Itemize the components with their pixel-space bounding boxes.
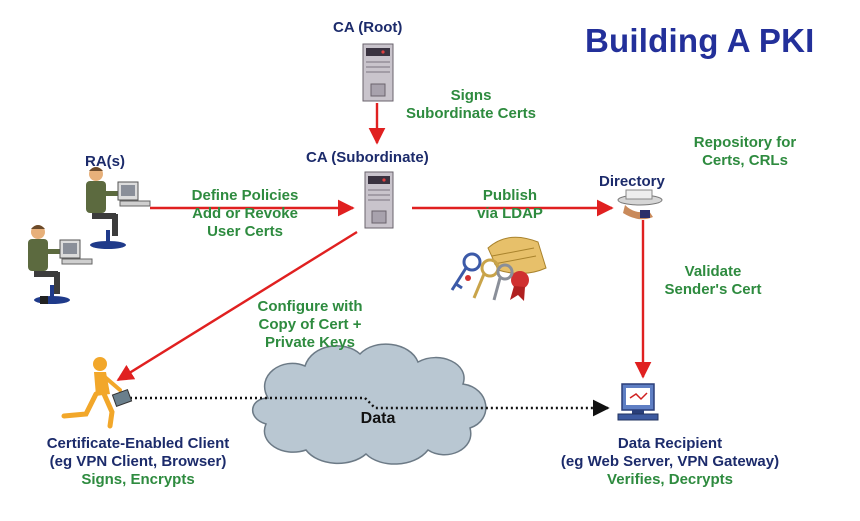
arrow-sub-to-client bbox=[116, 230, 358, 382]
client-examples: (eg VPN Client, Browser) bbox=[49, 453, 227, 470]
cloud-icon bbox=[252, 343, 487, 465]
data-label: Data bbox=[360, 410, 396, 427]
client-name: Certificate-Enabled Client bbox=[46, 435, 230, 452]
recipient-computer-icon bbox=[617, 383, 659, 421]
ca-root-label: CA (Root) bbox=[333, 19, 403, 36]
client-label: Certificate-Enabled Client (eg VPN Clien… bbox=[20, 435, 256, 489]
client-runner-icon bbox=[61, 357, 133, 429]
data-flow-arrow bbox=[125, 396, 610, 417]
recipient-name: Data Recipient bbox=[617, 435, 723, 452]
repository-label: Repository for Certs, CRLs bbox=[693, 134, 797, 169]
recipient-examples: (eg Web Server, VPN Gateway) bbox=[560, 453, 780, 470]
define-policies-label: Define Policies Add or Revoke User Certs bbox=[191, 187, 299, 240]
ca-subordinate-label: CA (Subordinate) bbox=[306, 149, 429, 166]
validate-label: Validate Sender's Cert bbox=[664, 263, 762, 298]
configure-label: Configure with Copy of Cert + Private Ke… bbox=[257, 298, 363, 351]
keys-certificate-icon bbox=[450, 236, 547, 301]
directory-icon bbox=[617, 189, 663, 220]
ra-label: RA(s) bbox=[85, 153, 125, 170]
recipient-action: Verifies, Decrypts bbox=[607, 471, 733, 488]
ca-root-server-icon bbox=[362, 43, 394, 102]
page-title: Building A PKI bbox=[585, 22, 815, 59]
client-action: Signs, Encrypts bbox=[81, 471, 195, 488]
recipient-label: Data Recipient (eg Web Server, VPN Gatew… bbox=[540, 435, 800, 489]
ra-workers-icon bbox=[28, 167, 151, 304]
ca-subordinate-server-icon bbox=[364, 171, 394, 229]
signs-label: Signs Subordinate Certs bbox=[405, 87, 537, 122]
publish-label: Publish via LDAP bbox=[477, 187, 543, 222]
directory-label: Directory bbox=[599, 173, 665, 190]
